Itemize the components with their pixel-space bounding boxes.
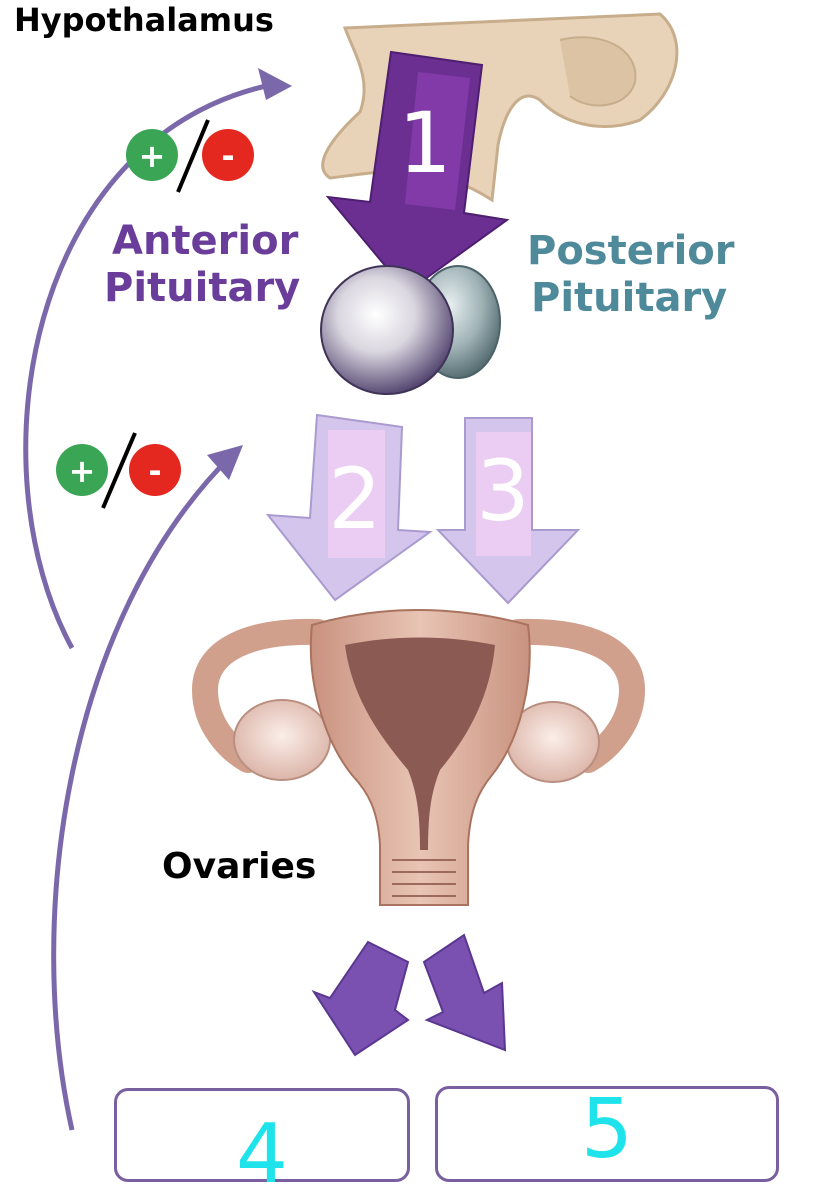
answer-box-5[interactable]: 5 [435,1086,779,1182]
anterior-label-line1: Anterior [112,218,299,264]
anterior-label-line2: Pituitary [104,265,301,312]
answer-box-4-number: 4 [235,1107,289,1202]
uterus-ovaries-illustration [191,609,646,906]
answer-box-5-number: 5 [580,1082,634,1177]
feedback-badge-middle: + - [56,432,181,509]
posterior-pituitary-label: Posterior Pituitary [527,228,735,322]
feedback-line-inner [51,445,243,1131]
plus-badge-top [126,129,178,181]
arrow-3-number: 3 [476,442,529,540]
minus-sign-middle: - [148,452,161,490]
answer-box-4[interactable]: 4 [114,1088,410,1196]
posterior-label-line2: Pituitary [531,275,728,322]
plus-badge-middle [56,444,108,496]
feedback-line-outer [23,68,292,650]
plus-sign-top: + [139,137,166,175]
anterior-pituitary-label: Anterior Pituitary [104,218,300,312]
arrow-1-hypothalamus-to-pituitary [325,50,510,294]
arrow-3-posterior-to-ovaries [435,417,581,605]
left-ovary [233,699,331,781]
arrow-2-anterior-to-ovaries [265,413,433,602]
posterior-label-line1: Posterior [527,228,735,274]
plus-sign-middle: + [69,452,96,490]
hypothalamus-label: Hypothalamus [14,1,274,39]
feedback-badge-top: + - [126,119,254,193]
ovaries-label: Ovaries [162,846,317,887]
minus-sign-top: - [221,137,234,175]
arrow-ovaries-to-box-5 [422,933,507,1052]
minus-badge-middle [129,444,181,496]
arrow-2-number: 2 [328,450,381,548]
arrow-ovaries-to-box-4 [311,940,410,1057]
arrow-1-number: 1 [398,94,451,192]
pituitary-gland [320,265,501,395]
minus-badge-top [202,129,254,181]
